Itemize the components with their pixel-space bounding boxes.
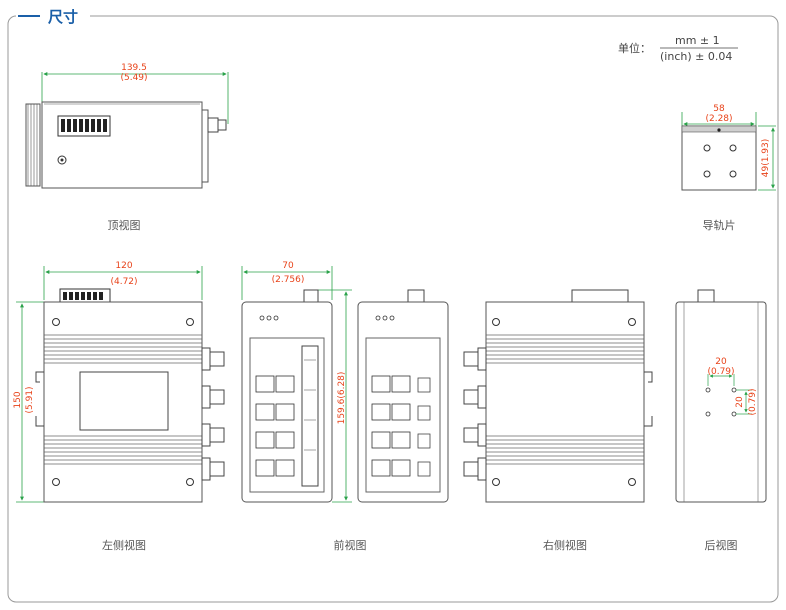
outer-frame: [7, 15, 779, 603]
front-width-in: (2.756): [272, 275, 305, 285]
back-h-mm: 20: [715, 357, 727, 367]
right-view-label: 右侧视图: [543, 538, 587, 552]
right-side-view: 右侧视图: [463, 289, 653, 552]
left-view-label: 左侧视图: [102, 538, 146, 552]
front-view-variant: [357, 289, 449, 503]
back-v-in: (0.79): [748, 388, 758, 415]
back-h-in: (0.79): [707, 367, 734, 377]
unit-label: 单位：: [618, 41, 651, 55]
back-view: 20 (0.79) 20 (0.79) 后视图: [675, 289, 767, 552]
back-view-label: 后视图: [705, 538, 738, 552]
left-width-mm: 120: [115, 261, 132, 271]
rail-piece: 58 (2.28) 49(1.93) 导轨片: [681, 104, 776, 232]
front-height: 159.6(6.28): [337, 372, 347, 425]
rail-height: 49(1.93): [761, 139, 771, 178]
left-side-view: 120 (4.72) 150 (5.91): [13, 261, 225, 552]
section-title: 尺寸: [48, 8, 78, 26]
top-view-label: 顶视图: [108, 218, 141, 232]
unit-denominator: (inch) ± 0.04: [660, 50, 732, 63]
top-width-mm: 139.5: [121, 63, 147, 73]
top-width-in: (5.49): [120, 73, 147, 83]
front-view-label: 前视图: [334, 538, 367, 552]
left-height-mm: 150: [13, 391, 23, 408]
left-width-in: (4.72): [110, 277, 137, 287]
back-v-mm: 20: [735, 396, 745, 408]
rail-label: 导轨片: [703, 218, 736, 232]
left-height-in: (5.91): [25, 386, 35, 413]
rail-width-in: (2.28): [705, 114, 732, 124]
rail-width-mm: 58: [713, 104, 725, 114]
unit-numerator: mm ± 1: [675, 34, 720, 47]
front-width-mm: 70: [282, 261, 294, 271]
front-view: 70 (2.756) 159.6(6.28) 前视图: [241, 261, 367, 552]
unit-legend: 单位： mm ± 1 (inch) ± 0.04: [618, 34, 738, 63]
top-view: 139.5 (5.49) 顶视图: [25, 63, 229, 232]
